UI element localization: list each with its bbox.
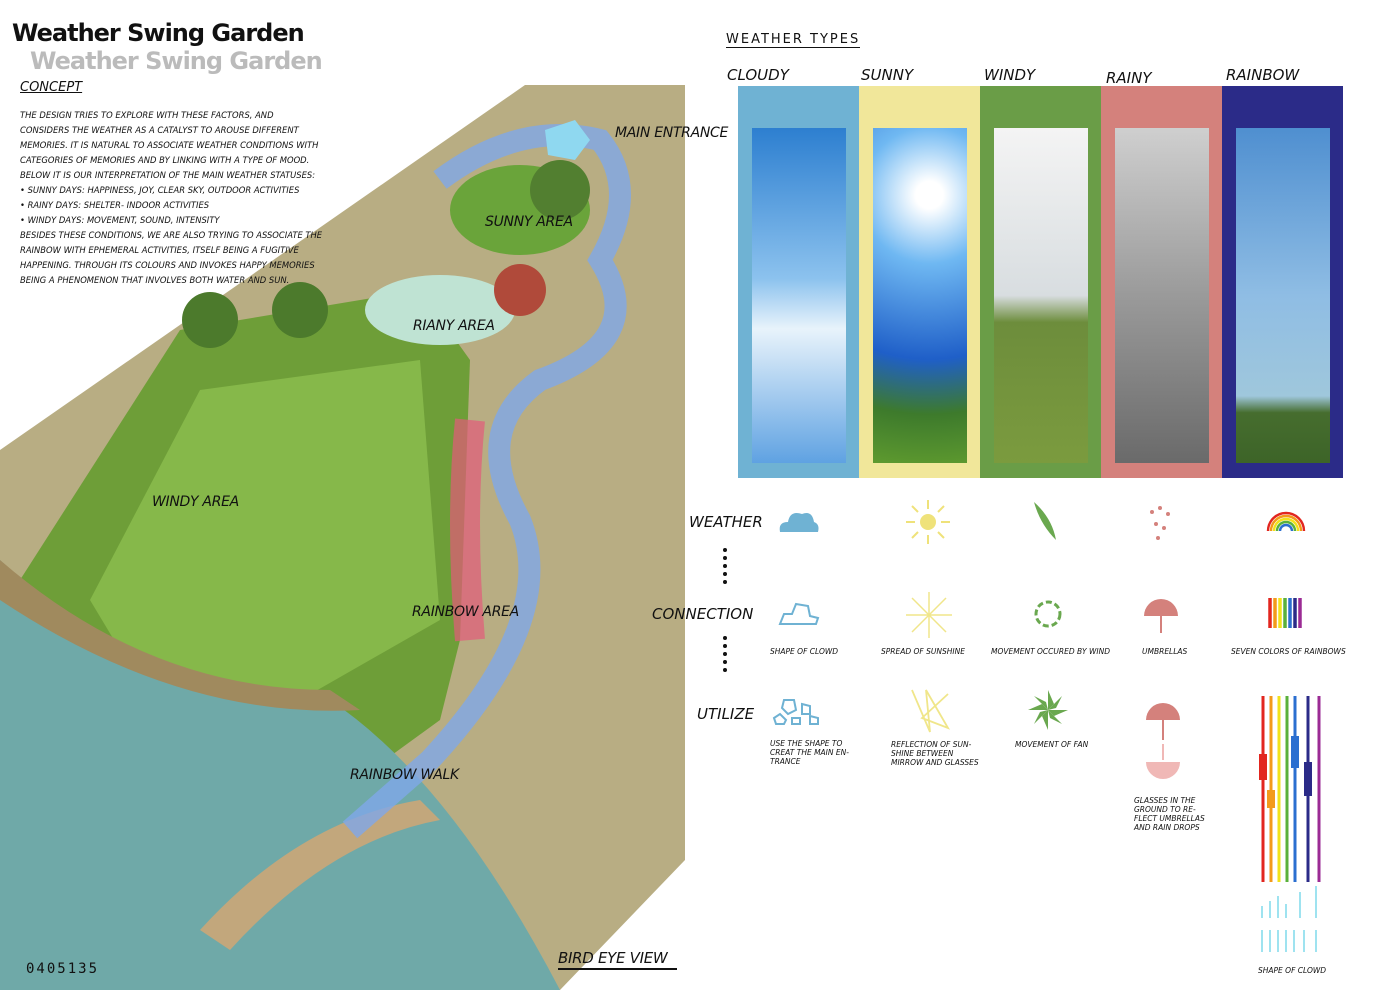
tree — [530, 160, 590, 220]
column-sunny — [859, 86, 980, 478]
concept-heading: CONCEPT — [20, 80, 83, 95]
rainbow-path — [450, 418, 485, 642]
connection-rainy: UMBRELLAS — [1142, 647, 1188, 656]
walkway — [200, 800, 440, 950]
page-title: Weather Swing Garden — [12, 19, 305, 47]
utilize-rainy: GLASSES IN THE GROUND TO RE- FLECT UMBRE… — [1134, 796, 1205, 832]
photo-cloudy — [752, 128, 846, 463]
utilize-windy: MOVEMENT OF FAN — [1015, 740, 1089, 749]
tree — [272, 282, 328, 338]
connection-cloudy: SHAPE OF CLOWD — [770, 647, 839, 656]
label-riany-area: RIANY AREA — [413, 318, 495, 334]
photo-rainy — [1115, 128, 1209, 463]
drawing-id: 0405135 — [26, 961, 100, 977]
entrance-shape-icon — [772, 699, 819, 725]
weather-types-heading: WEATHER TYPES — [726, 32, 861, 48]
column-cloudy — [738, 86, 859, 478]
main-entrance-structure — [545, 120, 590, 160]
photo-windy — [994, 128, 1088, 463]
label-bird-eye-view: BIRD EYE VIEW — [558, 949, 678, 970]
umbrella-reflection-icon — [1146, 703, 1180, 779]
utilize-sunny: REFLECTION OF SUN- SHINE BETWEEN MIRROW … — [891, 740, 979, 767]
label-sunny-area: SUNNY AREA — [485, 214, 573, 230]
row-label-connection: CONNECTION — [652, 605, 754, 623]
dots-divider — [723, 636, 727, 676]
connection-windy: MOVEMENT OCCURED BY WIND — [991, 647, 1110, 656]
connection-rainbow: SEVEN COLORS OF RAINBOWS — [1231, 647, 1346, 656]
type-label-windy: WINDY — [984, 66, 1036, 84]
garden-lawn-light — [90, 360, 440, 700]
tree — [494, 264, 546, 316]
cloud-icon — [779, 513, 819, 532]
wind-leaf-icon — [1034, 502, 1056, 540]
utilize-cloudy: USE THE SHAPE TO CREAT THE MAIN EN- TRAN… — [770, 739, 849, 766]
label-main-entrance: MAIN ENTRANCE — [615, 125, 729, 141]
utilize-rainbow: SHAPE OF CLOWD — [1258, 966, 1327, 975]
shore — [0, 560, 360, 711]
rainy-area-domes — [365, 275, 515, 345]
label-rainbow-area: RAINBOW AREA — [412, 604, 519, 620]
type-label-rainy: RAINY — [1106, 69, 1152, 87]
type-label-rainbow: RAINBOW — [1226, 66, 1300, 84]
row-label-utilize: UTILIZE — [697, 705, 755, 723]
cloud-outline-icon — [778, 602, 820, 625]
row-label-weather: WEATHER — [689, 513, 763, 531]
column-rainy — [1101, 86, 1222, 478]
fan-icon — [1028, 690, 1068, 730]
concept-paragraph: Besides these conditions, we are also tr… — [20, 230, 323, 285]
seven-colors-icon — [1268, 598, 1302, 628]
label-rainbow-walk: RAINBOW WALK — [350, 767, 459, 783]
wind-movement-icon — [1034, 600, 1062, 628]
title-shadow: Weather Swing Garden — [30, 47, 323, 75]
tree — [182, 292, 238, 348]
photo-rainbow — [1236, 128, 1330, 463]
label-windy-area: WINDY AREA — [152, 494, 239, 510]
rainbow-icon — [1266, 511, 1306, 532]
rain-drops-icon — [1150, 506, 1170, 540]
umbrella-icon — [1144, 599, 1178, 633]
concept-bullet: • Sunny days: happiness, joy, clear sky,… — [20, 185, 300, 195]
column-rainbow — [1222, 86, 1343, 478]
bird-eye-view-plan — [0, 85, 685, 990]
sun-icon — [906, 500, 950, 544]
sunshine-spread-icon — [906, 592, 952, 638]
concept-text: The design tries to explore with these f… — [20, 108, 325, 288]
type-label-sunny: SUNNY — [861, 66, 914, 84]
photo-sunny — [873, 128, 967, 463]
connection-sunny: SPREAD OF SUNSHINE — [881, 647, 965, 656]
concept-bullet: • Windy days: movement, sound, intensity — [20, 215, 220, 225]
concept-paragraph: The design tries to explore with these f… — [20, 110, 319, 180]
dots-divider — [723, 548, 727, 588]
sunshine-reflection-icon — [911, 689, 951, 733]
concept-bullet: • Rainy days: shelter- indoor activities — [20, 200, 210, 210]
column-windy — [980, 86, 1101, 478]
rainbow-lines-icon — [1259, 696, 1321, 952]
type-label-cloudy: CLOUDY — [727, 66, 789, 84]
